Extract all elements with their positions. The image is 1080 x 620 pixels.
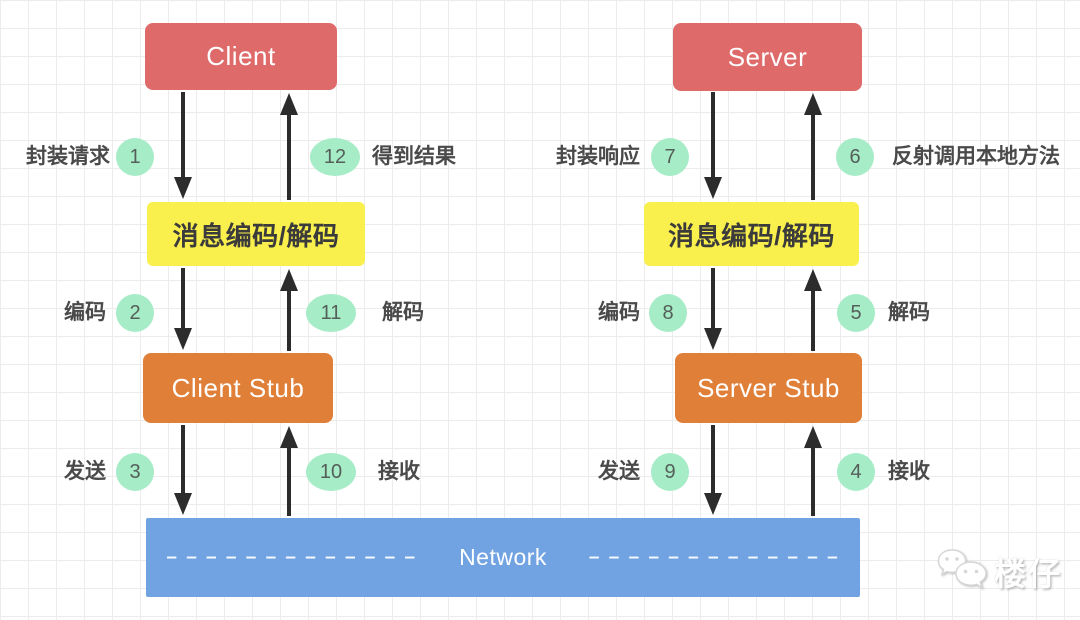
step-circle-5: 5 [837, 294, 875, 332]
client-node: Client [145, 23, 337, 90]
step-circle-7: 7 [651, 138, 689, 176]
arrow-serverstub-to-codec-icon [811, 290, 815, 351]
watermark: 楼仔 [936, 546, 1062, 597]
step-label-6: 反射调用本地方法 [892, 145, 1060, 168]
network-dashes-left: – – – – – – – – – – – – – [166, 546, 418, 568]
step-label-4: 接收 [888, 460, 930, 483]
step-circle-9: 9 [651, 453, 689, 491]
wechat-bubbles-icon [936, 546, 990, 597]
client-codec-node: 消息编码/解码 [147, 202, 365, 266]
server-codec-node: 消息编码/解码 [644, 202, 859, 266]
network-node: – – – – – – – – – – – – – Network – – – … [146, 518, 860, 597]
step-label-5: 解码 [888, 301, 930, 324]
arrow-codec-to-clientstub-icon [181, 268, 185, 329]
network-dashes-right: – – – – – – – – – – – – – [588, 546, 840, 568]
arrow-client-to-codec-icon [181, 92, 185, 178]
step-label-12: 得到结果 [372, 145, 456, 168]
arrow-clientstub-to-network-icon [181, 425, 185, 494]
step-label-8: 编码 [598, 301, 640, 324]
server-node: Server [673, 23, 862, 91]
arrow-codec-to-client-icon [287, 114, 291, 200]
arrow-network-to-serverstub-icon [811, 447, 815, 516]
step-label-7: 封装响应 [556, 145, 640, 168]
step-circle-3: 3 [116, 453, 154, 491]
step-label-9: 发送 [598, 460, 640, 483]
arrow-serverstub-to-network-icon [711, 425, 715, 494]
arrow-codec-to-serverstub-icon [711, 268, 715, 329]
arrow-codec-to-server-icon [811, 114, 815, 200]
arrow-clientstub-to-codec-icon [287, 290, 291, 351]
server-stub-node: Server Stub [675, 353, 862, 423]
client-stub-node: Client Stub [143, 353, 333, 423]
step-circle-8: 8 [649, 294, 687, 332]
step-label-2: 编码 [64, 301, 106, 324]
step-circle-4: 4 [837, 453, 875, 491]
arrow-network-to-clientstub-icon [287, 447, 291, 516]
arrow-server-to-codec-icon [711, 92, 715, 178]
step-label-3: 发送 [64, 460, 106, 483]
step-circle-2: 2 [116, 294, 154, 332]
step-label-1: 封装请求 [26, 145, 110, 168]
network-label: Network [459, 544, 547, 570]
step-circle-1: 1 [116, 138, 154, 176]
step-label-11: 解码 [382, 301, 424, 324]
step-circle-11: 11 [306, 294, 356, 332]
step-label-10: 接收 [378, 460, 420, 483]
step-circle-6: 6 [836, 138, 874, 176]
step-circle-10: 10 [306, 453, 356, 491]
step-circle-12: 12 [310, 138, 360, 176]
watermark-text: 楼仔 [994, 555, 1063, 592]
